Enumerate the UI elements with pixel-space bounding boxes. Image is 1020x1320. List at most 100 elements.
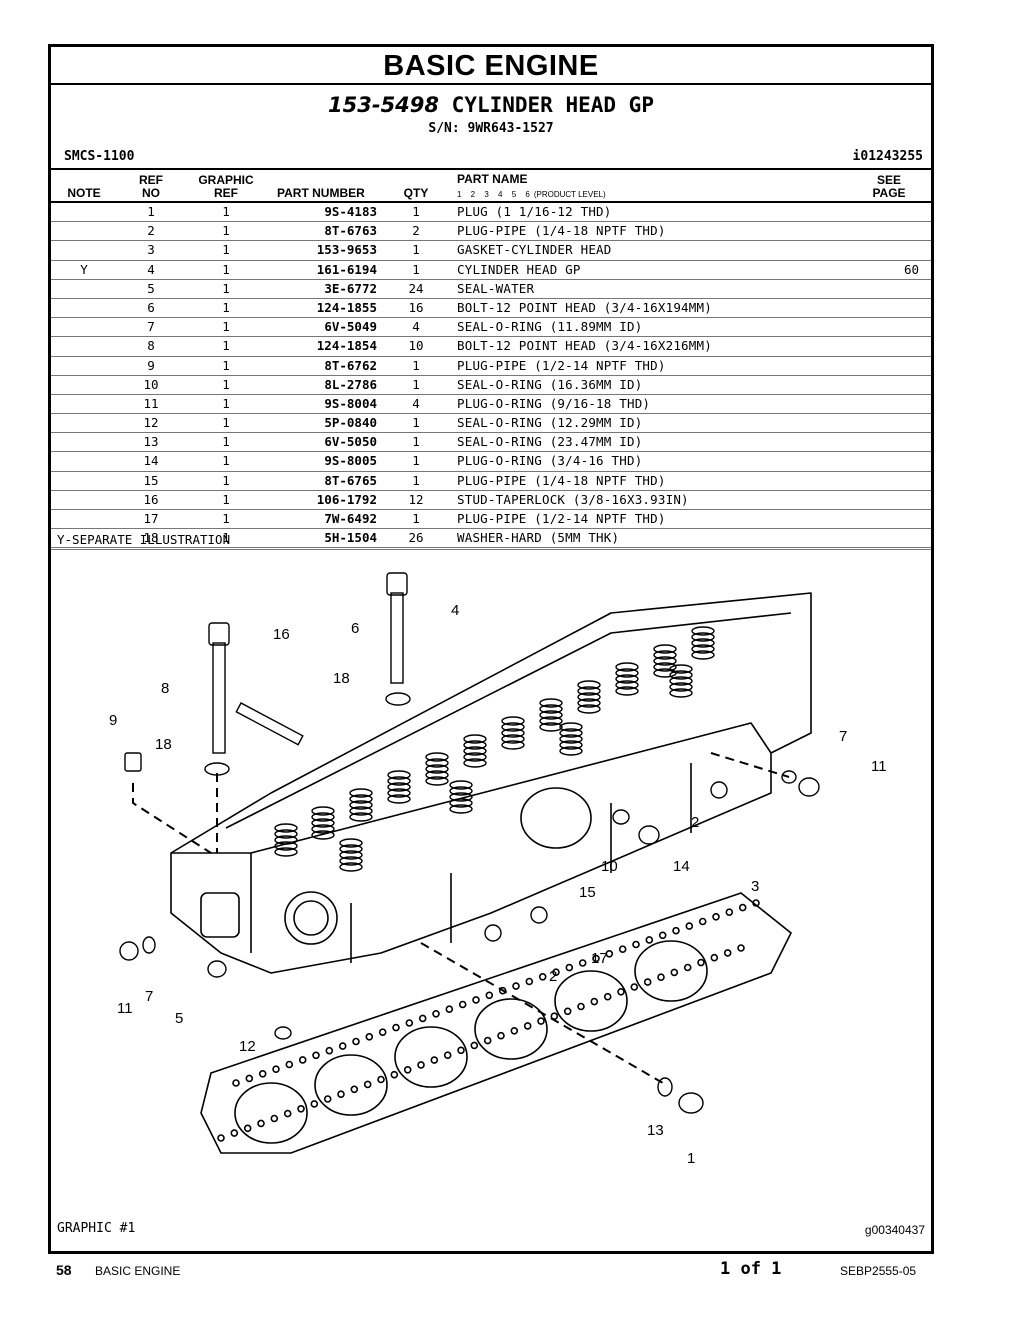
cell-ref: 17 [143,511,159,526]
valve-spring [449,780,473,814]
cell-name: CYLINDER HEAD GP [457,261,581,277]
gasket-hole [337,1090,345,1099]
gasket-hole [483,1036,492,1045]
cell-qty: 4 [412,319,420,335]
cell-qty: 1 [412,204,420,219]
cell-part-number: 106-1792 [316,491,377,507]
gasket-hole [710,953,719,962]
gasket-hole [390,1070,399,1079]
cell-part-number: 124-1854 [316,338,377,354]
gasket-hole [630,983,639,991]
gasket-hole [577,1002,585,1011]
valve-spring-cluster [274,626,715,872]
plug-11-right [798,777,820,797]
cell-name: SEAL-O-RING (11.89MM ID) [457,319,643,335]
cell-graphic: 1 [222,280,230,296]
cell-ref: 11 [143,395,159,411]
cell-name: PLUG-PIPE (1/2-14 NPTF THD) [457,511,666,526]
gasket-hole [685,922,694,930]
gasket-hole [497,1031,505,1040]
col-see-bottom: PAGE [872,186,906,200]
seal-10 [612,809,630,825]
callout-label: 16 [273,626,290,643]
header-top-rule [51,168,931,170]
cell-name: WASHER-HARD (5MM THK) [457,530,620,546]
plug-2-lower [484,924,502,942]
callout-label: 18 [333,670,350,687]
gasket-hole [670,968,679,977]
gasket-hole [443,1051,452,1060]
valve-spring [387,770,411,804]
cell-ref: 15 [143,472,159,488]
gasket-hole [405,1019,414,1027]
bolt-8-shaft [212,642,226,754]
gasket-hole [698,917,707,926]
cell-see: 60 [903,261,919,277]
gasket-hole [323,1095,332,1103]
gasket-hole [430,1056,439,1064]
cell-ref: 2 [147,223,155,239]
callout-label: 4 [451,602,459,619]
gasket-hole [458,1000,467,1009]
gasket-hole [657,973,665,982]
cell-graphic: 1 [222,357,230,373]
smcs-code: SMCS-1100 [64,149,135,164]
side-bore-inner [293,900,329,936]
cell-graphic: 1 [222,434,230,450]
cell-part-number: 8T-6763 [324,223,377,239]
gasket-hole [272,1065,280,1074]
dash-line-13 [420,942,664,1084]
gasket-hole [283,1109,292,1118]
cell-graphic: 1 [222,242,230,258]
cell-ref: 7 [147,319,155,335]
assembly-lines [132,752,790,1084]
gasket-hole [378,1028,387,1037]
cell-name: SEAL-WATER [457,280,535,296]
gasket-holes [217,899,760,1142]
callout-label: 8 [161,680,169,697]
group-part-number: 153-5498 [328,93,440,117]
serial-number: S/N: 9WR643-1527 [428,121,554,136]
seal-5 [207,960,227,978]
callout-label: 17 [591,950,608,967]
end-cover [520,787,592,849]
gasket-hole [285,1060,294,1069]
cell-graphic: 1 [222,261,230,277]
cell-graphic: 1 [222,491,230,507]
dash-line-7 [710,752,790,778]
cell-ref: 1 [147,204,155,219]
valve-spring [349,788,373,822]
cylinder-head-drawing [170,592,812,974]
bolt-8-head [208,622,230,646]
cell-qty: 16 [408,299,424,315]
cell-part-number: 161-6194 [316,261,377,277]
gasket-hole [392,1023,400,1032]
col-ref-top: REF [139,173,163,187]
cell-ref: 16 [143,491,159,507]
cell-part-number: 8L-2786 [324,376,377,392]
cell-ref: 12 [143,415,159,431]
cell-part-number: 6V-5049 [324,319,377,335]
valve-spring [539,698,563,732]
callout-label: 11 [117,1000,133,1017]
gasket-hole [245,1074,254,1083]
gasket-hole [338,1042,347,1050]
header-bottom-rule [51,201,931,203]
cylinder-head-outline [170,592,812,974]
cell-name: GASKET-CYLINDER HEAD [457,242,612,258]
callout-label: 6 [351,620,359,637]
callout-label: 13 [647,1122,664,1139]
gasket-hole [270,1114,279,1123]
parts-page-frame: BASIC ENGINE 153-5498 CYLINDER HEAD GP S… [48,44,934,1254]
gasket-hole [472,996,480,1004]
gasket-hole [525,977,534,986]
gasket-hole [605,949,614,958]
